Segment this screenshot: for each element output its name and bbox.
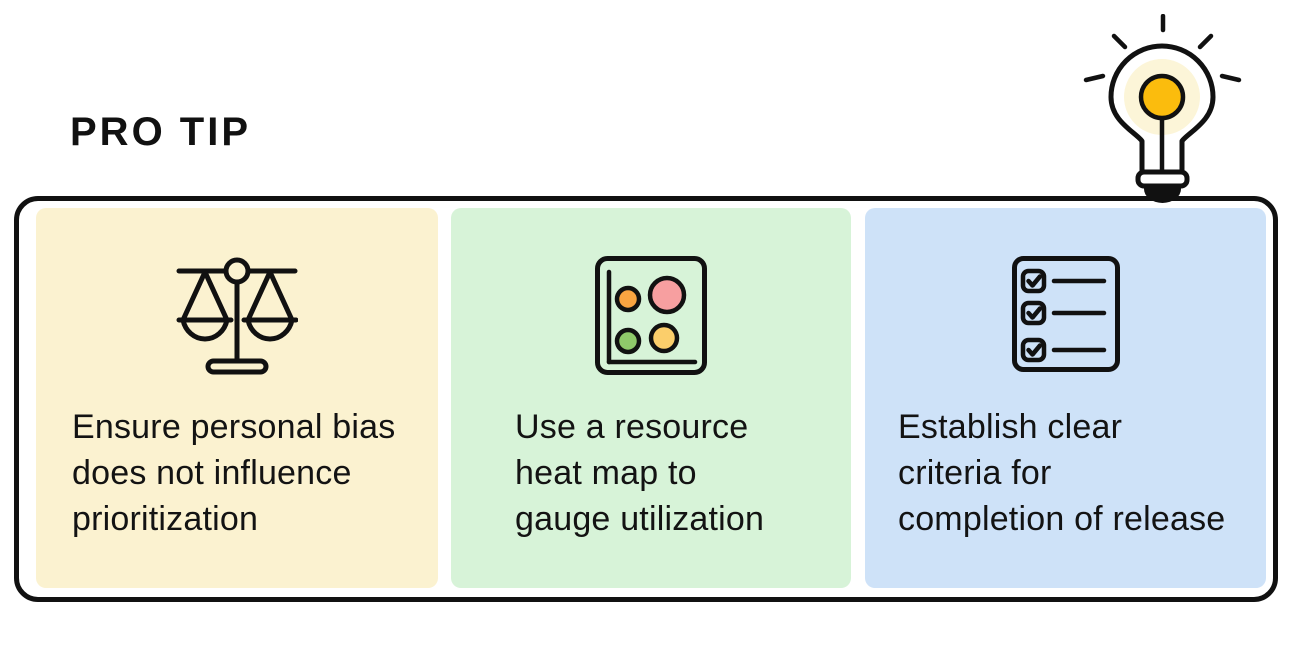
tip-card-heatmap: Use a resource heat map to gauge utiliza…	[451, 208, 851, 588]
tip-text-heatmap: Use a resource heat map to gauge utiliza…	[515, 408, 765, 538]
balance-scale-icon	[176, 257, 298, 375]
bubble-chart-icon	[595, 256, 707, 375]
checklist-icon	[1011, 256, 1120, 372]
tip-card-criteria: Establish clear criteria for completion …	[865, 208, 1266, 588]
page-title: PRO TIP	[70, 110, 252, 154]
tip-text-criteria: Establish clear criteria for completion …	[898, 408, 1226, 538]
tip-card-bias: Ensure personal bias does not influence …	[36, 208, 438, 588]
lightbulb-rays	[1083, 14, 1242, 83]
tip-text-bias: Ensure personal bias does not influence …	[72, 408, 396, 538]
lightbulb-icon	[1083, 14, 1242, 204]
tips-panel: Ensure personal bias does not influence …	[14, 196, 1278, 602]
